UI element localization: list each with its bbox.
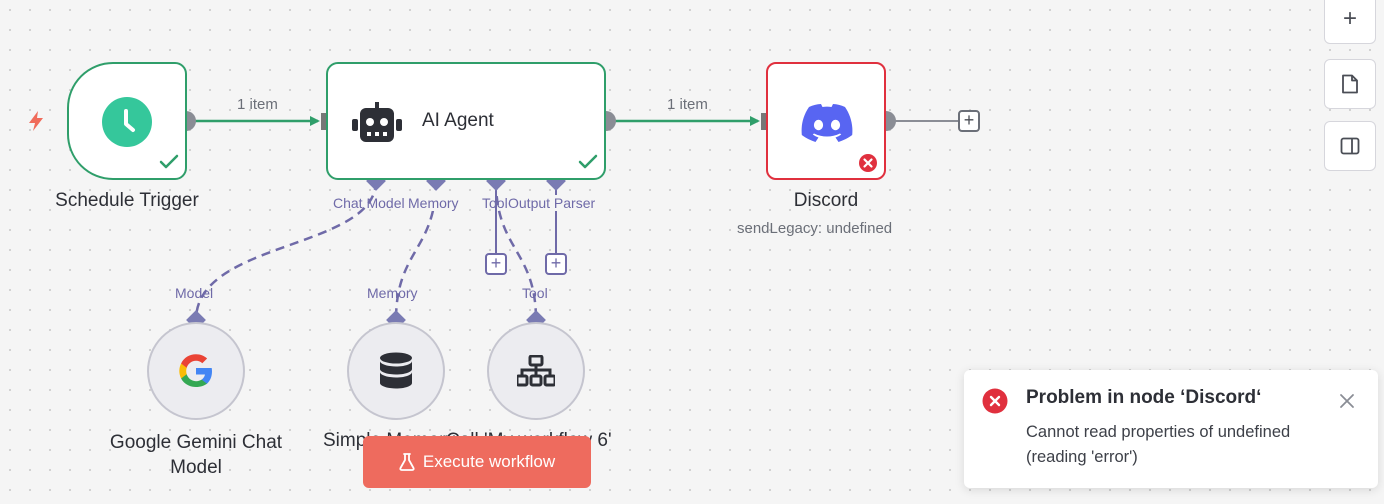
robot-icon [352, 102, 402, 142]
discord-node[interactable] [766, 62, 886, 180]
google-gemini-title: Google Gemini Chat Model [109, 432, 283, 478]
execute-workflow-button[interactable]: Execute workflow [363, 436, 591, 488]
toggle-panel-button[interactable] [1324, 121, 1376, 171]
edge-label-agent-discord: 1 item [667, 96, 708, 113]
simple-memory-node[interactable] [347, 322, 445, 420]
sticky-note-button[interactable] [1324, 59, 1376, 109]
clock-icon [102, 97, 152, 147]
toast-title: Problem in node ‘Discord‘ [1026, 387, 1262, 408]
add-node-after-discord-button[interactable]: + [958, 110, 980, 132]
ai-agent-node[interactable]: AI Agent [326, 62, 606, 180]
schedule-trigger-title: Schedule Trigger [55, 190, 199, 211]
add-output-parser-button[interactable]: + [545, 253, 567, 275]
add-tool-button[interactable]: + [485, 253, 507, 275]
port-label-memory: Memory [408, 195, 459, 211]
sticky-note-icon [1342, 74, 1358, 94]
discord-title: Discord [793, 190, 859, 211]
google-gemini-node[interactable] [147, 322, 245, 420]
add-node-toolbar-button[interactable]: + [1324, 0, 1376, 44]
error-icon [859, 154, 877, 172]
sitemap-icon [517, 355, 555, 387]
success-check-icon [159, 154, 179, 169]
memory-node-port-label: Memory [367, 285, 418, 301]
toast-message: Cannot read properties of undefined (rea… [1026, 423, 1291, 466]
schedule-trigger-node[interactable] [67, 62, 187, 180]
panel-right-icon [1340, 137, 1360, 155]
google-icon [179, 354, 212, 387]
workflow-tool-node[interactable] [487, 322, 585, 420]
database-icon [380, 352, 412, 389]
port-label-tool: Tool [482, 195, 508, 211]
execute-workflow-label: Execute workflow [422, 452, 556, 471]
trigger-bolt-icon [29, 111, 43, 131]
gemini-port-label: Model [175, 285, 214, 301]
discord-icon [801, 104, 853, 142]
tool-node-port-label: Tool [522, 285, 548, 301]
port-label-chat-model: Chat Model [333, 195, 405, 211]
success-check-icon [578, 154, 598, 169]
close-icon[interactable] [1336, 390, 1358, 412]
error-circle-icon [982, 388, 1008, 414]
ai-agent-title: AI Agent [422, 110, 494, 131]
edge-label-trigger-agent: 1 item [237, 96, 278, 113]
port-label-output-parser: Output Parser [508, 195, 596, 211]
discord-subtitle: sendLegacy: undefined [737, 220, 893, 237]
plus-icon: + [1342, 5, 1357, 32]
flask-icon [399, 453, 415, 471]
error-toast: Problem in node ‘Discord‘ Cannot read pr… [964, 370, 1378, 488]
